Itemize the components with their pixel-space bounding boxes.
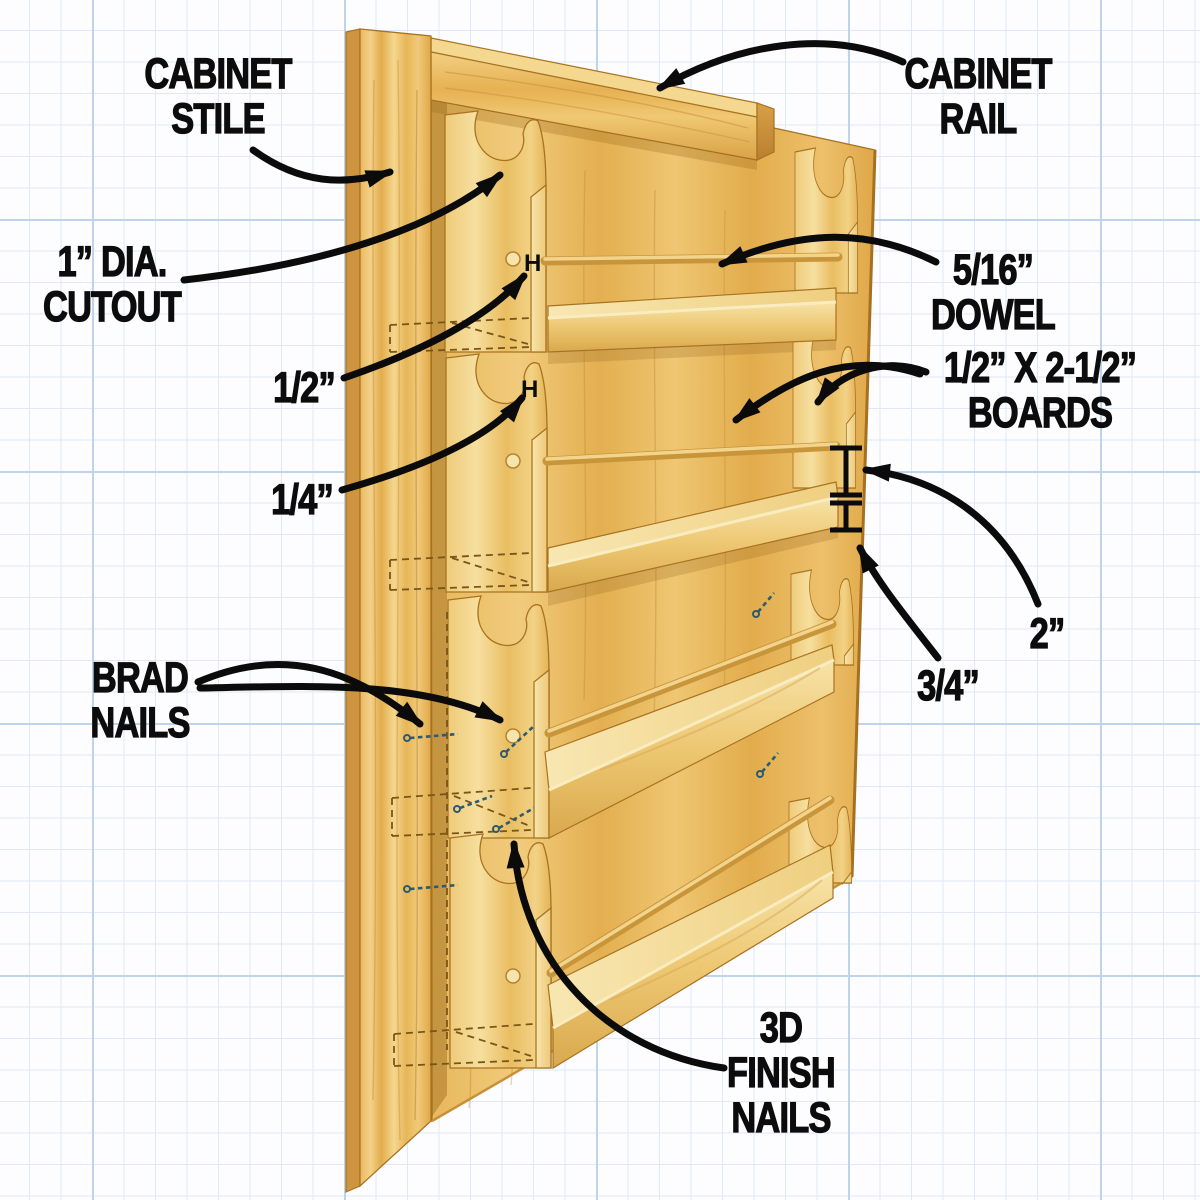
cabinet-rail-board (430, 37, 775, 170)
label-line: CUTOUT (43, 283, 183, 331)
arrow-to-finish-nails (506, 840, 728, 1072)
label-line: 1/2” (273, 364, 337, 412)
arrow-to-stile (249, 146, 394, 188)
shelf-1 (547, 287, 837, 353)
dowel-holes (505, 251, 521, 984)
shelf-4 (547, 844, 834, 1070)
dimension-2in (830, 445, 862, 498)
arrow-to-half-inch-mark (340, 272, 528, 382)
label-cabinet-rail: CABINET RAIL (886, 50, 1070, 143)
label-line: 1” DIA. (57, 238, 168, 286)
dowel-rods (540, 252, 843, 978)
shelf-boards (544, 287, 839, 1070)
label-line: FINISH (726, 1049, 836, 1097)
brad-and-finish-nails (403, 592, 779, 893)
label-line: 3/4” (917, 662, 981, 710)
hidden-dado-lines (389, 317, 534, 1067)
label-line: 1/2” X 2-1/2” (943, 344, 1137, 392)
label-line: 2” (1029, 610, 1066, 658)
arrow-to-rail (656, 40, 907, 92)
label-line: STILE (171, 95, 266, 143)
label-line: BRAD (91, 654, 189, 702)
arrow-to-brad-nail-1 (194, 661, 424, 728)
nail (453, 794, 493, 813)
label-1in-dia-cutout: 1” DIA. CUTOUT (26, 238, 198, 331)
arrow-to-2in (862, 463, 1042, 608)
label-3d-finish-nails: 3D FINISH NAILS (714, 1004, 849, 1142)
nail (403, 883, 459, 893)
left-side-boards (444, 110, 552, 1069)
h-mark-2: H (521, 376, 538, 403)
dimension-3-4in (830, 500, 862, 533)
label-half-inch: 1/2” (265, 364, 342, 412)
label-line: CABINET (904, 50, 1053, 98)
arrow-to-quarter-inch-mark (338, 394, 526, 494)
cabinet-stile-board (345, 28, 432, 1193)
arrow-to-brad-nail-2 (196, 682, 504, 724)
label-line: CABINET (144, 50, 293, 98)
label-line: 5/16” (952, 246, 1034, 294)
label-line: NAILS (90, 699, 191, 747)
h-mark-1: H (524, 250, 541, 277)
nail (500, 725, 535, 758)
nail (756, 752, 779, 778)
arrow-to-dowel (718, 233, 940, 268)
label-two-inch: 2” (1025, 610, 1068, 658)
label-line: BOARDS (967, 389, 1113, 437)
shelf-2 (547, 481, 839, 593)
nail (752, 592, 775, 618)
shelf-3 (544, 644, 835, 839)
h-offset-marks: H H (521, 250, 541, 403)
label-brad-nails: BRAD NAILS (78, 654, 202, 747)
label-5-16-dowel: 5/16” DOWEL (915, 246, 1070, 339)
arrow-to-board-side (814, 362, 930, 406)
label-line: 3D (759, 1004, 803, 1052)
nail (492, 806, 535, 833)
leader-arrows (180, 40, 1042, 1072)
label-line: NAILS (731, 1094, 832, 1142)
label-line: RAIL (939, 95, 1018, 143)
label-quarter-inch: 1/4” (263, 476, 340, 524)
label-line: DOWEL (930, 291, 1056, 339)
label-three-quarter-inch: 3/4” (909, 662, 986, 710)
label-line: 1/4” (271, 476, 335, 524)
arrow-to-3-4in (856, 544, 942, 662)
nail (403, 732, 459, 742)
label-boards: 1/2” X 2-1/2” BOARDS (920, 344, 1160, 437)
label-cabinet-stile: CABINET STILE (126, 50, 310, 143)
arrow-to-cutout (180, 171, 504, 284)
